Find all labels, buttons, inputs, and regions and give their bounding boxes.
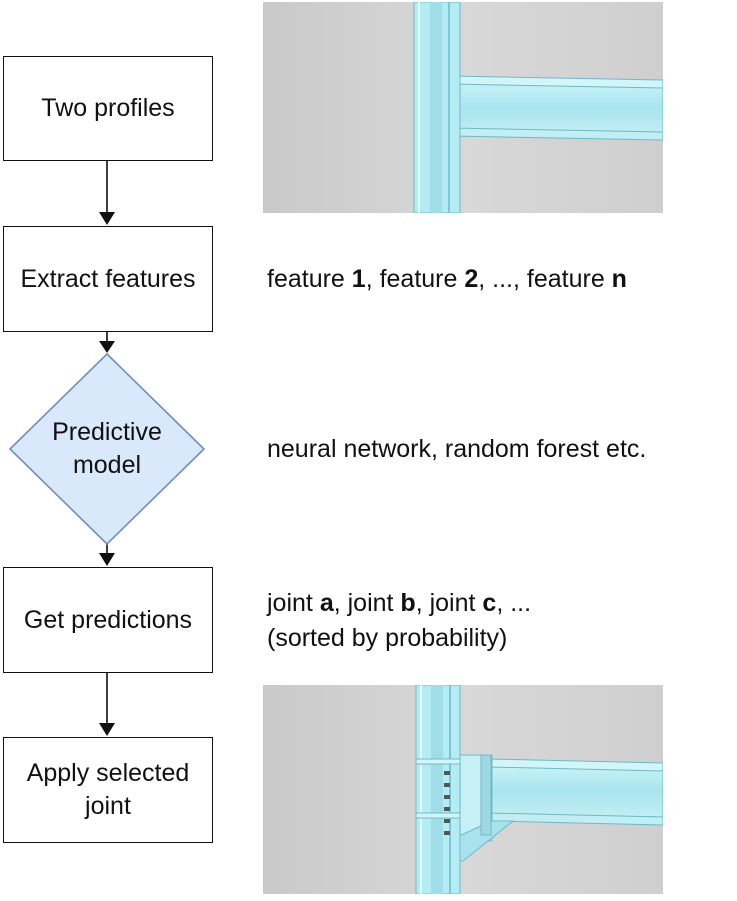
note-features-part: feature bbox=[267, 265, 352, 293]
note-models: neural network, random forest etc. bbox=[267, 435, 647, 463]
note-features-part: , ..., feature bbox=[478, 265, 612, 293]
applied-joint-render bbox=[263, 685, 663, 894]
step-get-predictions: Get predictions bbox=[3, 567, 213, 673]
note-predictions-line-1-part: b bbox=[400, 589, 416, 617]
note-predictions-line-1-part: c bbox=[482, 589, 497, 617]
arrow-4-head bbox=[99, 723, 115, 736]
note-predictions-line-1-part: joint bbox=[267, 589, 320, 617]
step-predictive-model-label: Predictive model bbox=[52, 418, 162, 479]
step-apply-selected-joint: Apply selected joint bbox=[3, 737, 213, 843]
note-features-part: 1 bbox=[351, 265, 366, 293]
note-predictions-line-1-part: , joint bbox=[333, 589, 401, 617]
note-predictions-line-1: joint a, joint b, joint c, ... bbox=[267, 586, 531, 621]
note-predictions-line-1-part: , ... bbox=[496, 589, 532, 617]
step-predictive-model: Predictive model bbox=[27, 404, 187, 494]
two-profiles-render bbox=[263, 2, 663, 213]
note-features-part: 2 bbox=[464, 265, 479, 293]
step-two-profiles-label: Two profiles bbox=[41, 94, 175, 122]
note-features-part: , feature bbox=[365, 265, 465, 293]
note-predictions-line-1-part: a bbox=[319, 589, 334, 617]
step-extract-features: Extract features bbox=[3, 226, 213, 332]
step-extract-features-label: Extract features bbox=[20, 264, 196, 293]
arrow-2-head bbox=[99, 341, 115, 353]
step-two-profiles: Two profiles bbox=[3, 56, 213, 161]
arrow-1-head bbox=[99, 212, 115, 225]
note-predictions-line-1-part: , joint bbox=[415, 589, 483, 617]
note-predictions-line-2: (sorted by probability) bbox=[267, 624, 508, 652]
note-features: feature 1, feature 2, ..., feature n bbox=[267, 262, 627, 297]
predictive-model-diamond bbox=[8, 352, 206, 546]
note-features-part: n bbox=[611, 265, 627, 293]
step-get-predictions-label: Get predictions bbox=[23, 605, 193, 634]
step-apply-selected-joint-label: Apply selected joint bbox=[26, 759, 190, 820]
arrow-3-head bbox=[99, 553, 115, 566]
